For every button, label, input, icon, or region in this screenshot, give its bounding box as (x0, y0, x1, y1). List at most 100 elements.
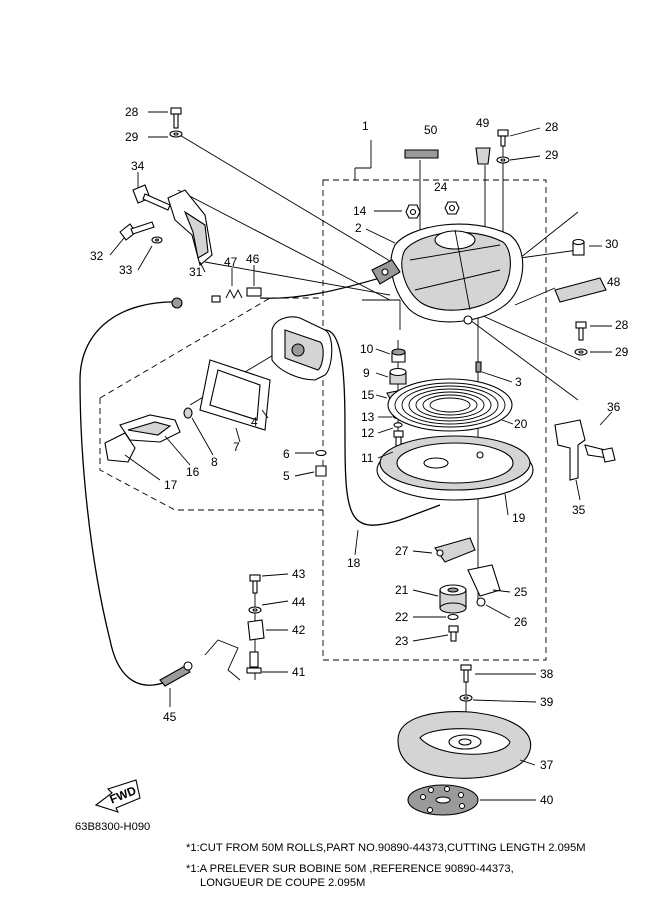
callout-48: 48 (607, 275, 621, 289)
handle-cover-7 (199, 359, 271, 431)
bolt-41 (246, 651, 262, 674)
nut-14 (405, 204, 421, 219)
callout-21: 21 (395, 583, 409, 597)
note-line-3: LONGUEUR DE COUPE 2.095M (200, 877, 366, 889)
cable-end (171, 295, 221, 309)
rope-handle-4 (271, 316, 333, 381)
gasket-38 (407, 784, 479, 816)
washer-40 (459, 694, 473, 702)
washer-22 (447, 613, 459, 621)
callout-43: 43 (292, 567, 306, 581)
callout-17: 17 (164, 478, 178, 492)
callout-36: 36 (607, 400, 621, 414)
callout-49: 49 (476, 116, 490, 130)
pin-3 (475, 361, 482, 373)
fwd-arrow-icon: FWD (94, 779, 141, 813)
callout-37: 37 (540, 758, 554, 772)
washer-12 (393, 422, 403, 428)
callout-9: 9 (363, 366, 370, 380)
callout-8: 8 (211, 455, 218, 469)
bushing-10 (391, 348, 406, 363)
callout-30: 30 (605, 237, 619, 251)
callout-41: 41 (292, 665, 306, 679)
bolt-23 (448, 625, 459, 642)
bolt-28-top (170, 107, 182, 129)
label-49 (475, 147, 491, 165)
bracket-35 (554, 419, 586, 481)
lock-17 (104, 432, 136, 463)
washer-33 (151, 236, 163, 244)
callout-13: 13 (361, 410, 375, 424)
leader-30 (519, 211, 579, 259)
note-line-1: *1:CUT FROM 50M ROLLS,PART NO.90890-4437… (186, 842, 586, 854)
callout-1: 1 (362, 119, 369, 133)
callout-39: 38 (540, 667, 554, 681)
callout-24: 24 (434, 180, 448, 194)
callout-15: 15 (361, 388, 375, 402)
cable-clamp-45 (159, 661, 193, 687)
rope-reel-19 (376, 435, 534, 501)
spiral-spring-20 (387, 378, 513, 432)
callout-25: 25 (514, 585, 528, 599)
starter-assembly-boundary (322, 179, 547, 661)
callout-26: 26 (514, 615, 528, 629)
drum-21 (439, 584, 467, 614)
callout-3: 3 (515, 375, 522, 389)
callout-34: 34 (131, 159, 145, 173)
callout-20: 20 (514, 417, 528, 431)
callout-28b: 28 (545, 120, 559, 134)
leader-28-29-right (469, 309, 581, 361)
callout-7: 7 (233, 440, 240, 454)
leader-axis-left (362, 299, 401, 330)
bolt-5 (315, 465, 327, 477)
callout-11: 11 (361, 451, 374, 465)
washer-29-top (169, 130, 183, 138)
callout-19: 19 (512, 511, 526, 525)
label-48 (554, 277, 607, 303)
callout-27: 27 (395, 544, 409, 558)
pin-46 (246, 287, 262, 297)
starter-housing (371, 223, 524, 325)
leader-31-bracket (204, 261, 391, 296)
callout-16: 16 (186, 465, 200, 479)
callout-32: 32 (90, 249, 104, 263)
callout-28a: 28 (125, 105, 139, 119)
callout-44: 44 (292, 595, 306, 609)
callout-29b: 29 (545, 148, 559, 162)
starter-rope (79, 274, 391, 686)
callout-40: 39 (540, 695, 554, 709)
callout-29a: 29 (125, 130, 139, 144)
link-42 (204, 619, 265, 681)
callouts: 28 29 1 50 49 28 29 34 24 14 2 30 32 33 … (90, 105, 629, 807)
callout-12: 12 (361, 426, 375, 440)
note-line-2: *1:A PRELEVER SUR BOBINE 50M ,REFERENCE … (186, 863, 514, 875)
bolt-36 (584, 444, 616, 463)
bolt-26 (476, 597, 486, 607)
bolt-28-upper-right (497, 129, 509, 147)
washer-44 (248, 606, 262, 614)
callout-10: 10 (360, 342, 374, 356)
callout-33: 33 (119, 263, 133, 277)
leader-28-29-top (177, 133, 406, 271)
callout-18: 18 (347, 556, 361, 570)
washer-6 (315, 449, 327, 457)
bushing-30 (572, 238, 585, 256)
callout-22: 22 (395, 610, 409, 624)
bolt-43 (249, 574, 261, 594)
callout-2: 2 (355, 221, 362, 235)
diagram-code: 63B8300-H090 (75, 821, 151, 833)
bolt-39 (460, 664, 472, 683)
pawl-27 (434, 537, 476, 563)
clip-8 (183, 407, 193, 419)
ratchet-25 (467, 564, 501, 597)
handle-assembly-boundary (99, 297, 323, 511)
bolt-34 (132, 184, 171, 211)
callout-6: 6 (283, 447, 290, 461)
callout-45: 45 (163, 710, 177, 724)
callout-35: 35 (572, 503, 586, 517)
washer-29-upper-right (496, 156, 510, 164)
leader-34-bracket (177, 189, 391, 301)
callout-23: 23 (395, 634, 409, 648)
rope-18 (324, 329, 441, 526)
